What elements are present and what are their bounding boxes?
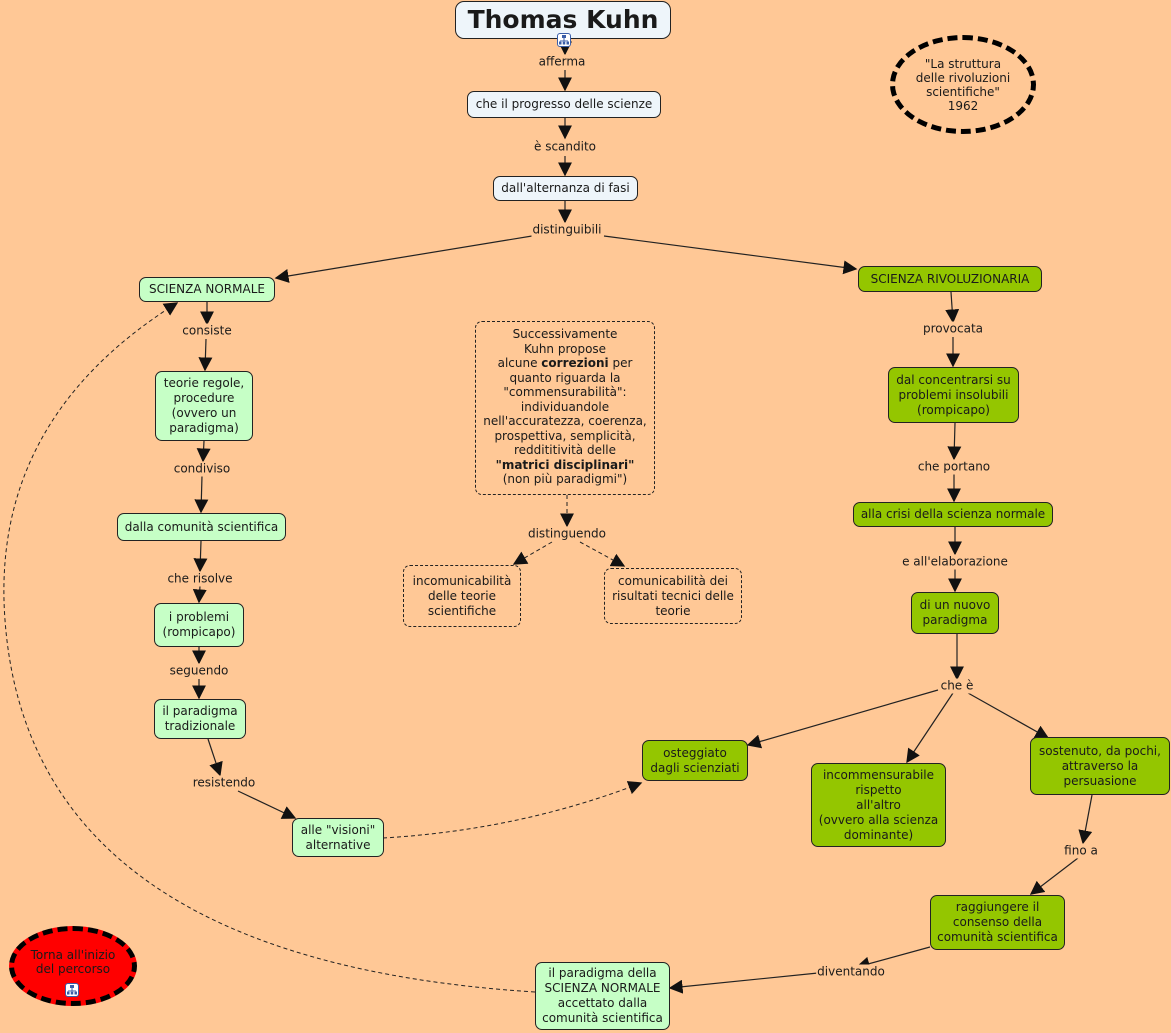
note-line: (non più paradigmi") [502,472,628,486]
note-line: reddititività delle [513,443,617,457]
submap-link-icon[interactable] [557,33,571,47]
link-label-condiviso: condiviso [172,461,232,477]
link-line [906,692,954,764]
note-line: "matrici disciplinari" [482,458,648,473]
link-line [1029,857,1079,895]
dashed-link-line [382,781,643,839]
node-teorie[interactable]: teorie regole, procedure (ovvero un para… [155,371,253,441]
node-progresso[interactable]: che il progresso delle scienze [467,91,661,118]
book-note-text: "La struttura delle rivoluzioni scientif… [915,56,1011,113]
back-to-start-button[interactable]: Torna all'inizio del percorso [9,926,137,1006]
node-crisi[interactable]: alla crisi della scienza normale [853,502,1053,527]
node-consenso[interactable]: raggiungere il consenso della comunità s… [930,895,1065,950]
link-label-provocata: provocata [921,321,985,337]
link-label-afferma: afferma [537,54,587,70]
node-visioni[interactable]: alle "visioni" alternative [292,818,384,857]
note-text: alcune [497,356,542,370]
node-paradigma-normale[interactable]: il paradigma della SCIENZA NORMALE accet… [535,962,670,1030]
node-nuovo-paradigma[interactable]: di un nuovo paradigma [911,592,999,634]
link-line [274,235,533,283]
title-text: Thomas Kuhn [467,5,659,34]
link-line [237,790,297,819]
node-text: raggiungere il consenso della comunità s… [937,900,1058,944]
link-line [192,585,207,604]
link-label-seguendo: seguendo [168,663,230,679]
link-label-diventando: diventando [816,964,886,980]
submap-link-icon[interactable] [65,983,79,997]
node-paradigma-tradizionale[interactable]: il paradigma tradizionale [154,699,246,739]
note-line: "commensurabilità": [503,385,627,399]
node-concentrarsi[interactable]: dal concentrarsi su problemi insolubili … [888,367,1019,423]
note-text: per [608,356,633,370]
link-line [603,235,858,275]
node-text: il paradigma della SCIENZA NORMALE accet… [542,966,663,1025]
link-line [207,738,223,777]
note-line: prospettiva, semplicità, [494,428,636,443]
link-line [947,422,962,461]
link-line [198,338,213,372]
note-line: nell'accuratezza, coerenza, [483,414,647,428]
dashed-link-line [579,541,626,567]
link-label-risolve: che risolve [166,571,234,587]
node-osteggiato[interactable]: osteggiato dagli scienziati [642,740,748,781]
node-text: il paradigma tradizionale [162,704,238,733]
note-line: alcune correzioni per [482,356,648,371]
link-label-resistendo: resistendo [191,775,257,791]
node-text: dalla comunità scientifica [124,519,279,534]
node-text: alla crisi della scienza normale [860,507,1046,521]
node-text: teorie regole, procedure (ovvero un para… [163,376,245,435]
link-line [967,692,1050,739]
node-comunita[interactable]: dalla comunità scientifica [117,513,286,541]
node-text: osteggiato dagli scienziati [650,745,740,775]
node-text: di un nuovo paradigma [919,598,991,627]
book-note-ellipse: "La struttura delle rivoluzioni scientif… [890,35,1036,134]
link-label-scandito: è scandito [532,139,598,155]
note-bold-text: "matrici disciplinari" [495,457,635,472]
dashed-link-line [3,302,536,993]
link-label-consiste: consiste [181,323,233,339]
link-line [855,946,931,971]
node-alternanza[interactable]: dall'alternanza di fasi [493,176,638,201]
link-line [196,440,211,463]
node-incommensurabile[interactable]: incommensurabile rispetto all'altro (ovv… [811,763,946,847]
link-label-distinguibili: distinguibili [531,222,603,238]
node-sostenuto[interactable]: sostenuto, da pochi, attraverso la persu… [1030,737,1170,795]
link-line [945,291,960,324]
node-text: SCIENZA RIVOLUZIONARIA [870,271,1030,286]
link-line [193,540,208,573]
link-label-che-e: che è [939,678,975,694]
node-text: SCIENZA NORMALE [149,282,265,296]
node-text: incommensurabile rispetto all'altro (ovv… [818,767,939,842]
node-problemi[interactable]: i problemi (rompicapo) [154,603,244,647]
link-line [194,475,209,514]
node-incomunicabilita[interactable]: incomunicabilità delle teorie scientific… [403,565,521,627]
back-button-text: Torna all'inizio del percorso [30,948,116,976]
node-text: incomunicabilità delle teorie scientific… [412,573,512,618]
node-text: alle "visioni" alternative [300,822,376,852]
note-line: individuandole [520,399,610,414]
node-text: i problemi (rompicapo) [162,610,236,639]
link-label-elaborazione: e all'elaborazione [901,554,1009,570]
node-scienza-rivoluzionaria[interactable]: SCIENZA RIVOLUZIONARIA [858,266,1042,292]
link-label-portano: che portano [916,459,992,475]
note-line: Successivamente [512,327,618,341]
node-text: che il progresso delle scienze [475,97,653,111]
note-line: Kuhn propose [523,341,607,356]
link-label-distinguendo: distinguendo [526,526,608,542]
link-line [1078,794,1093,845]
node-text: sostenuto, da pochi, attraverso la persu… [1039,743,1161,788]
note-bold-text: correzioni [541,356,609,370]
node-text: comunicabilità dei risultati tecnici del… [612,573,734,618]
note-line: quanto riguarda la [509,370,621,385]
node-text: dall'alternanza di fasi [501,181,630,195]
link-label-fino-a: fino a [1063,843,1099,859]
dashed-link-line [512,541,553,565]
link-line [746,689,939,749]
corrections-note: Successivamente Kuhn propose alcune corr… [475,321,655,495]
node-scienza-normale[interactable]: SCIENZA NORMALE [139,277,275,302]
node-comunicabilita[interactable]: comunicabilità dei risultati tecnici del… [604,568,742,624]
link-line [668,972,819,994]
node-text: dal concentrarsi su problemi insolubili … [896,372,1011,417]
